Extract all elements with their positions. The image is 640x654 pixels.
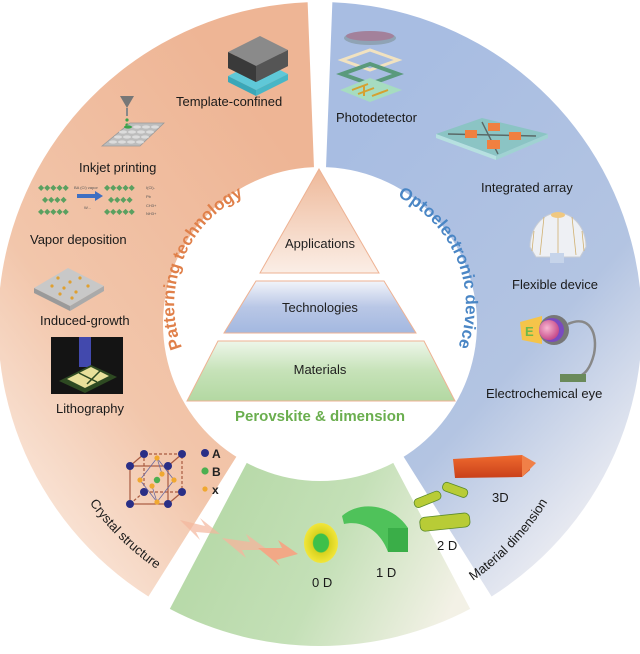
bionic-eye-icon: E	[520, 315, 597, 382]
label-template-confined: Template-confined	[176, 94, 283, 109]
legend-label-a: A	[212, 447, 221, 461]
dimension-1d-icon	[342, 506, 408, 552]
svg-text:◆◆◆◆◆: ◆◆◆◆◆	[104, 183, 136, 192]
pyramid-tier-materials	[186, 340, 456, 402]
svg-text:◆◆◆◆: ◆◆◆◆	[108, 195, 133, 204]
pyramid-label-materials: Materials	[293, 362, 347, 377]
svg-text:◆◆◆◆◆: ◆◆◆◆◆	[104, 207, 136, 216]
inkjet-nozzle-icon	[100, 96, 165, 147]
title-perovskite-dimension: Perovskite & dimension	[234, 408, 406, 425]
label-photodetector: Photodetector	[336, 110, 417, 125]
sector-optoelectronic	[325, 2, 640, 597]
legend-swatch-a	[201, 449, 209, 457]
label-induced-growth: Induced-growth	[40, 313, 130, 328]
legend-label-x: x	[212, 483, 219, 497]
svg-text:W...: W...	[84, 205, 91, 210]
pyramid-tier-applications	[259, 167, 380, 274]
svg-text:◆◆◆◆◆: ◆◆◆◆◆	[38, 207, 70, 216]
pyramid	[186, 167, 456, 402]
pyramid-label-applications: Applications	[284, 236, 356, 251]
seeded-substrate-icon	[34, 268, 104, 311]
label-2d: 2 D	[437, 538, 458, 553]
label-3d: 3D	[492, 490, 509, 505]
hemispherical-dome-icon	[529, 212, 587, 263]
dimension-0d-icon	[304, 523, 338, 563]
label-vapor-deposition: Vapor deposition	[30, 232, 127, 247]
label-0d: 0 D	[312, 575, 333, 590]
layered-stack-icon	[228, 36, 288, 96]
svg-text:E: E	[525, 324, 534, 339]
label-integrated-array: Integrated array	[481, 180, 573, 195]
sector-patterning	[0, 2, 315, 597]
dimension-2d-icon	[413, 481, 471, 532]
legend-swatch-x	[202, 486, 208, 492]
svg-text:I(Cl)-: I(Cl)-	[146, 185, 156, 190]
svg-text:Pb: Pb	[146, 194, 152, 199]
svg-text:NH3+: NH3+	[146, 211, 157, 216]
lattice-legend: A B x	[201, 447, 221, 497]
transition-arrows-icon	[180, 518, 298, 566]
svg-text:CH3+: CH3+	[146, 203, 157, 208]
photodetector-layers-icon	[336, 31, 404, 102]
label-electrochemical-eye: Electrochemical eye	[486, 386, 603, 401]
pixel-array-icon	[436, 118, 548, 160]
svg-text:◆◆◆◆: ◆◆◆◆	[42, 195, 67, 204]
legend-label-b: B	[212, 465, 221, 479]
dimension-3d-icon	[453, 455, 536, 478]
label-lithography: Lithography	[56, 401, 124, 416]
label-inkjet-printing: Inkjet printing	[79, 160, 157, 175]
vapor-deposition-icon: ◆◆◆◆◆ ◆◆◆◆ ◆◆◆◆◆ ◆◆◆◆◆ ◆◆◆◆ ◆◆◆◆◆ BA (Cl…	[38, 183, 157, 216]
lithography-icon	[51, 337, 123, 394]
svg-text:◆◆◆◆◆: ◆◆◆◆◆	[38, 183, 70, 192]
perovskite-unit-cell-icon	[126, 450, 186, 508]
pyramid-label-technologies: Technologies	[282, 300, 358, 315]
label-1d: 1 D	[376, 565, 397, 580]
svg-text:BA (Cl) vapor: BA (Cl) vapor	[74, 185, 98, 190]
legend-swatch-b	[201, 467, 209, 475]
pyramid-tier-technologies	[223, 280, 417, 334]
label-flexible-device: Flexible device	[512, 277, 598, 292]
